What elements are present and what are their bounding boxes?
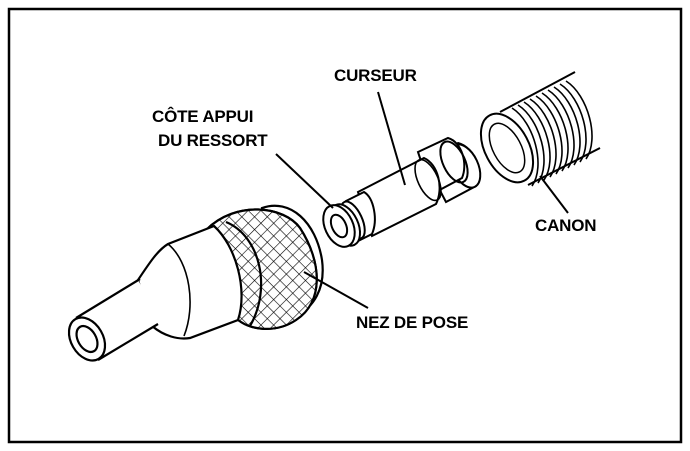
label-cote-appui-line2: DU RESSORT xyxy=(158,131,268,150)
canon-part xyxy=(479,71,612,187)
figure-border xyxy=(7,7,683,444)
nez-de-pose-part xyxy=(67,204,324,362)
leader-canon xyxy=(539,175,569,214)
label-curseur: CURSEUR xyxy=(334,66,417,85)
label-nez-de-pose: NEZ DE POSE xyxy=(356,313,469,332)
leader-lines xyxy=(275,91,569,309)
leader-cote-appui xyxy=(275,153,334,209)
leader-nez-de-pose xyxy=(303,271,369,309)
cote-appui-part xyxy=(322,203,362,248)
label-cote-appui-line1: CÔTE APPUI xyxy=(152,107,254,126)
label-canon: CANON xyxy=(535,216,597,235)
leader-curseur xyxy=(377,91,406,186)
curseur-part xyxy=(340,136,482,244)
